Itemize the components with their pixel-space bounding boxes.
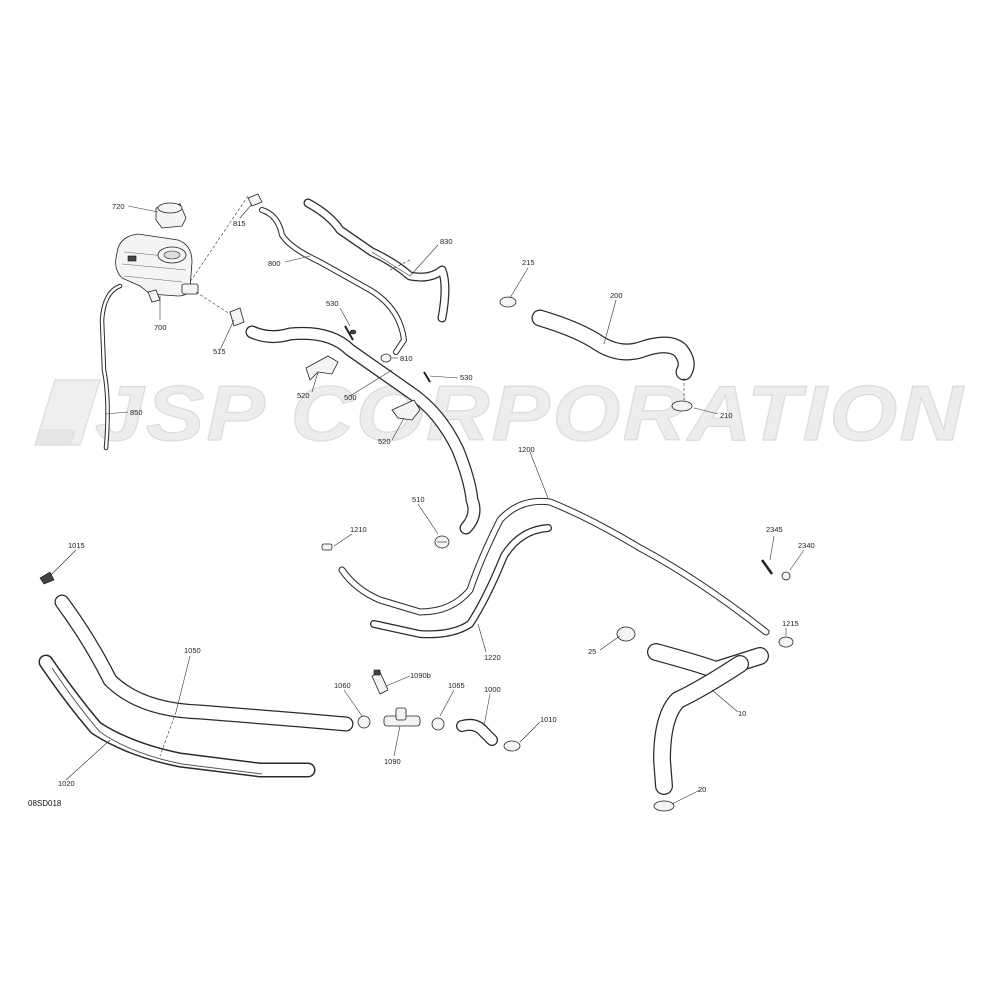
callout-1000: 1000 bbox=[484, 685, 501, 694]
t-fitting bbox=[383, 707, 421, 727]
hose-clamp bbox=[380, 353, 392, 363]
hose-1200 bbox=[338, 497, 770, 636]
hose-clamp bbox=[616, 626, 636, 642]
hose-clamp bbox=[499, 296, 517, 308]
hose-200 bbox=[531, 309, 695, 381]
hose-clamp bbox=[653, 800, 675, 812]
hose-1050 bbox=[54, 594, 354, 732]
callout-20: 20 bbox=[698, 785, 706, 794]
hose-800 bbox=[259, 207, 407, 355]
coolant-reservoir bbox=[115, 233, 199, 303]
leader-lines bbox=[47, 203, 805, 805]
callout-25: 25 bbox=[588, 647, 596, 656]
callout-1015: 1015 bbox=[68, 541, 85, 550]
callout-10: 10 bbox=[738, 709, 746, 718]
watermark-text: JSP CORPORATION bbox=[95, 369, 965, 457]
hose-1220 bbox=[370, 524, 552, 639]
callout-1060: 1060 bbox=[334, 681, 351, 690]
bleed-screw bbox=[760, 559, 774, 575]
hose-clamp bbox=[434, 535, 450, 549]
callout-515: 515 bbox=[213, 347, 226, 356]
callout-815: 815 bbox=[233, 219, 246, 228]
support-bracket bbox=[305, 355, 339, 381]
temperature-sensor bbox=[371, 669, 389, 695]
hose-clamp bbox=[357, 715, 371, 729]
hose-clamp bbox=[778, 636, 794, 648]
fitting bbox=[39, 571, 55, 585]
callout-1210: 1210 bbox=[350, 525, 367, 534]
nut bbox=[781, 571, 791, 581]
callout-1200: 1200 bbox=[518, 445, 535, 454]
hose-10 bbox=[647, 643, 769, 795]
callout-850: 850 bbox=[130, 408, 143, 417]
screw bbox=[423, 371, 431, 383]
callout-1090: 1090 bbox=[384, 757, 401, 766]
callout-520b: 520 bbox=[378, 437, 391, 446]
plug bbox=[321, 543, 333, 551]
hose-clamp bbox=[671, 400, 693, 412]
callout-labels: 720 815 800 830 700 515 530 810 530 520 … bbox=[58, 202, 815, 794]
diagram-code: 08SD018 bbox=[28, 799, 62, 808]
support-bracket bbox=[391, 399, 421, 421]
hose-clamp bbox=[431, 717, 445, 731]
watermark-logo: JSP CORPORATION bbox=[34, 368, 965, 458]
hose-clamp bbox=[247, 193, 263, 207]
callout-800: 800 bbox=[268, 259, 281, 268]
hose-1000 bbox=[456, 718, 498, 746]
callout-520a: 520 bbox=[297, 391, 310, 400]
callout-1215: 1215 bbox=[782, 619, 799, 628]
callout-1065: 1065 bbox=[448, 681, 465, 690]
callout-1090b: 1090b bbox=[410, 671, 431, 680]
callout-1020: 1020 bbox=[58, 779, 75, 788]
callout-530b: 530 bbox=[460, 373, 473, 382]
reservoir-cap bbox=[155, 202, 187, 229]
callout-2345: 2345 bbox=[766, 525, 783, 534]
callout-530a: 530 bbox=[326, 299, 339, 308]
callout-210: 210 bbox=[720, 411, 733, 420]
callout-700: 700 bbox=[154, 323, 167, 332]
callout-1220: 1220 bbox=[484, 653, 501, 662]
hose-1020 bbox=[38, 654, 316, 778]
callout-720: 720 bbox=[112, 202, 125, 211]
callout-1050: 1050 bbox=[184, 646, 201, 655]
callout-215: 215 bbox=[522, 258, 535, 267]
callout-510: 510 bbox=[412, 495, 425, 504]
callout-2340: 2340 bbox=[798, 541, 815, 550]
screw bbox=[344, 325, 357, 341]
hose-500 bbox=[245, 325, 481, 535]
support-bracket bbox=[229, 307, 245, 327]
callout-1010: 1010 bbox=[540, 715, 557, 724]
callout-810: 810 bbox=[400, 354, 413, 363]
callout-500: 500 bbox=[344, 393, 357, 402]
overflow-hose bbox=[99, 283, 123, 451]
callout-200: 200 bbox=[610, 291, 623, 300]
callout-830: 830 bbox=[440, 237, 453, 246]
hose-clamp bbox=[503, 740, 521, 752]
